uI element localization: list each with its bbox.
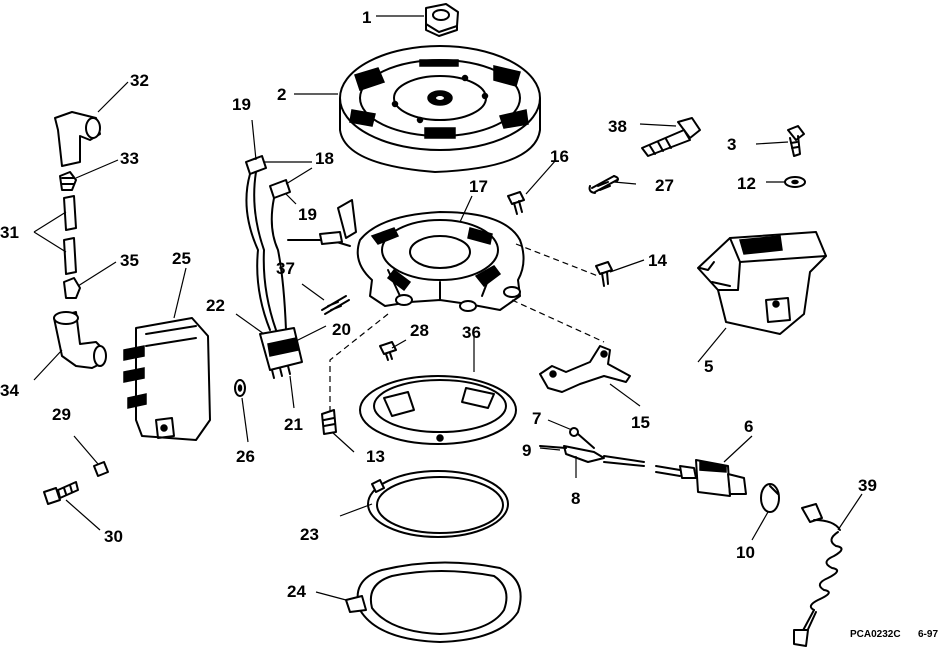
callout-38: 38 <box>608 117 627 136</box>
callout-6: 6 <box>744 417 753 436</box>
part-screw-28 <box>379 341 397 361</box>
callout-34: 34 <box>0 381 19 400</box>
part-lower-plate <box>345 561 522 643</box>
callout-37: 37 <box>276 259 295 278</box>
part-bolt-30 <box>43 481 79 505</box>
part-lanyard <box>793 503 843 647</box>
figure-code: PCA0232C <box>850 629 901 640</box>
part-timer-plate <box>359 375 517 445</box>
callout-22: 22 <box>206 296 225 315</box>
alignment-line-2 <box>511 299 605 343</box>
callout-12: 12 <box>737 174 756 193</box>
part-ignition-coil <box>123 317 211 441</box>
callout-17: 17 <box>469 177 488 196</box>
part-ground-lead <box>539 427 645 467</box>
callout-26: 26 <box>236 447 255 466</box>
part-boot-32 <box>54 111 101 167</box>
part-washer-26 <box>234 379 246 397</box>
callout-29: 29 <box>52 405 71 424</box>
callout-14: 14 <box>648 251 667 270</box>
part-clip-10 <box>760 483 780 513</box>
part-screw-16 <box>507 191 525 215</box>
callout-10: 10 <box>736 543 755 562</box>
callout-31: 31 <box>0 223 19 242</box>
callout-19a: 19 <box>232 95 251 114</box>
part-nut-29 <box>93 461 109 477</box>
callout-20: 20 <box>332 320 351 339</box>
part-wire-harness <box>245 155 303 379</box>
callout-30: 30 <box>104 527 123 546</box>
alignment-line-1 <box>515 243 599 277</box>
leader-lines <box>33 15 863 601</box>
callout-16: 16 <box>550 147 569 166</box>
callout-7: 7 <box>532 409 541 428</box>
part-flywheel <box>339 45 541 173</box>
callout-21: 21 <box>284 415 303 434</box>
part-power-pack <box>697 231 827 335</box>
part-nut <box>425 3 459 37</box>
callout-9: 9 <box>522 441 531 460</box>
callout-32: 32 <box>130 71 149 90</box>
callout-25: 25 <box>172 249 191 268</box>
callout-8: 8 <box>571 489 580 508</box>
figure-date: 6-97 <box>918 629 938 640</box>
part-insulators-31 <box>63 195 77 275</box>
part-spring-27 <box>588 175 619 194</box>
part-spring-37 <box>321 295 350 315</box>
part-fitting-13 <box>321 409 337 435</box>
callout-36: 36 <box>462 323 481 342</box>
callout-15: 15 <box>631 413 650 432</box>
callout-24: 24 <box>287 582 306 601</box>
callout-5: 5 <box>704 357 713 376</box>
part-washer-12 <box>784 176 806 188</box>
part-spring-33 <box>59 171 77 191</box>
callout-13: 13 <box>366 447 385 466</box>
callout-35: 35 <box>120 251 139 270</box>
callout-23: 23 <box>300 525 319 544</box>
callout-18: 18 <box>315 149 334 168</box>
callout-1: 1 <box>362 8 371 27</box>
callout-27: 27 <box>655 176 674 195</box>
part-retaining-ring <box>367 470 509 538</box>
part-stop-switch <box>655 459 747 497</box>
part-terminal-35 <box>63 277 81 299</box>
callout-2: 2 <box>277 85 286 104</box>
part-bracket-15 <box>539 345 631 393</box>
part-screw-3 <box>787 125 805 157</box>
callout-3: 3 <box>727 135 736 154</box>
alignment-line-3 <box>329 313 389 412</box>
callout-39: 39 <box>858 476 877 495</box>
callout-19b: 19 <box>298 205 317 224</box>
callout-28: 28 <box>410 321 429 340</box>
part-stud-38 <box>641 117 701 157</box>
callout-33: 33 <box>120 149 139 168</box>
part-stator-plate <box>287 199 525 312</box>
part-boot-34 <box>53 311 107 369</box>
part-screw-14 <box>595 261 613 287</box>
